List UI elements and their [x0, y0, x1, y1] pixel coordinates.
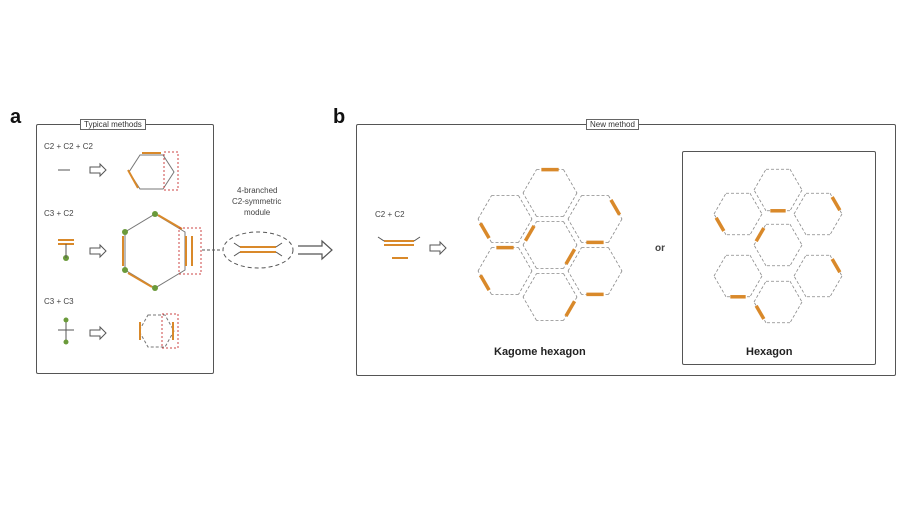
hex-edge: [567, 218, 582, 243]
hex-edge: [522, 296, 537, 321]
hex-edge: [793, 255, 807, 277]
hexagon-network: [713, 168, 843, 324]
hex-edge: [477, 218, 492, 243]
hex-edge: [563, 273, 578, 298]
hex-edge: [793, 193, 807, 215]
kagome-network: [477, 167, 623, 321]
row2-hexagon: [122, 211, 202, 291]
hex-edge: [829, 275, 843, 297]
row3-arrow: [89, 325, 107, 341]
hex-edge: [477, 270, 492, 295]
hex-edge: [713, 193, 727, 215]
module-connector: [202, 231, 294, 269]
hex-edge: [713, 255, 727, 277]
hex-edge: [563, 296, 578, 321]
hex-edge: [522, 273, 537, 298]
hex-edge: [753, 189, 767, 211]
hexagon-subbox: [682, 151, 876, 365]
hex-edge: [608, 195, 623, 220]
hex-edge: [789, 169, 803, 191]
panel-b-letter: b: [333, 106, 346, 128]
hexagon-caption: Hexagon: [746, 346, 793, 358]
hex-edge: [749, 275, 763, 297]
hex-edge: [608, 218, 623, 243]
row1-label: C2 + C2 + C2: [44, 142, 93, 151]
hex-edge: [789, 301, 803, 323]
hex-edge: [789, 281, 803, 303]
module-text-3: module: [244, 208, 271, 217]
hex-edge: [518, 195, 533, 220]
hex-edge: [793, 213, 807, 235]
panel-b-formula: C2 + C2: [375, 210, 405, 219]
hex-edge: [829, 213, 843, 235]
hex-edge: [753, 169, 767, 191]
hex-edge: [608, 247, 623, 272]
hex-edge: [563, 169, 578, 194]
hex-edge: [749, 193, 763, 215]
orange-linker: [830, 258, 842, 274]
orange-linker: [564, 300, 577, 318]
row2-module: [58, 239, 74, 261]
orange-linker: [523, 224, 536, 242]
panel-b-module: [377, 236, 421, 259]
hex-edge: [567, 195, 582, 220]
hex-edge: [789, 189, 803, 211]
panel-b-arrow: [429, 240, 447, 256]
hex-edge: [518, 247, 533, 272]
row1-hexagon: [127, 151, 179, 191]
hex-edge: [789, 244, 803, 266]
orange-linker: [478, 222, 491, 240]
hex-edge: [522, 221, 537, 246]
orange-linker: [564, 248, 577, 266]
hex-edge: [563, 221, 578, 246]
hex-edge: [789, 224, 803, 246]
hex-edge: [567, 270, 582, 295]
big-arrow: [298, 239, 333, 261]
orange-linker: [609, 198, 622, 216]
hex-edge: [518, 270, 533, 295]
hex-edge: [522, 192, 537, 217]
module-text-2: C2-symmetric: [232, 197, 282, 206]
hex-edge: [477, 247, 492, 272]
hex-edge: [753, 281, 767, 303]
panel-a-title: Typical methods: [80, 119, 146, 130]
orange-linker: [478, 274, 491, 292]
hex-edge: [563, 192, 578, 217]
panel-a-letter: a: [10, 106, 22, 128]
module-text-1: 4-branched: [237, 186, 278, 195]
orange-linker: [714, 216, 726, 232]
row2-arrow: [89, 243, 107, 259]
kagome-caption: Kagome hexagon: [494, 346, 586, 358]
hex-edge: [518, 218, 533, 243]
row1-arrow: [89, 162, 107, 178]
hex-edge: [563, 244, 578, 269]
hex-edge: [522, 244, 537, 269]
orange-linker: [754, 304, 766, 320]
row3-module: [58, 317, 74, 345]
panel-b-title: New method: [586, 119, 639, 130]
hex-edge: [793, 275, 807, 297]
row3-label: C3 + C3: [44, 297, 74, 306]
hex-edge: [749, 255, 763, 277]
hex-edge: [522, 169, 537, 194]
or-text: or: [655, 243, 665, 254]
hex-edge: [567, 247, 582, 272]
orange-linker: [754, 227, 766, 243]
row2-label: C3 + C2: [44, 209, 74, 218]
hex-edge: [713, 275, 727, 297]
hex-edge: [608, 270, 623, 295]
hex-edge: [753, 244, 767, 266]
row3-hexagon: [138, 313, 179, 349]
hex-edge: [477, 195, 492, 220]
hex-edge: [749, 213, 763, 235]
orange-linker: [830, 196, 842, 212]
